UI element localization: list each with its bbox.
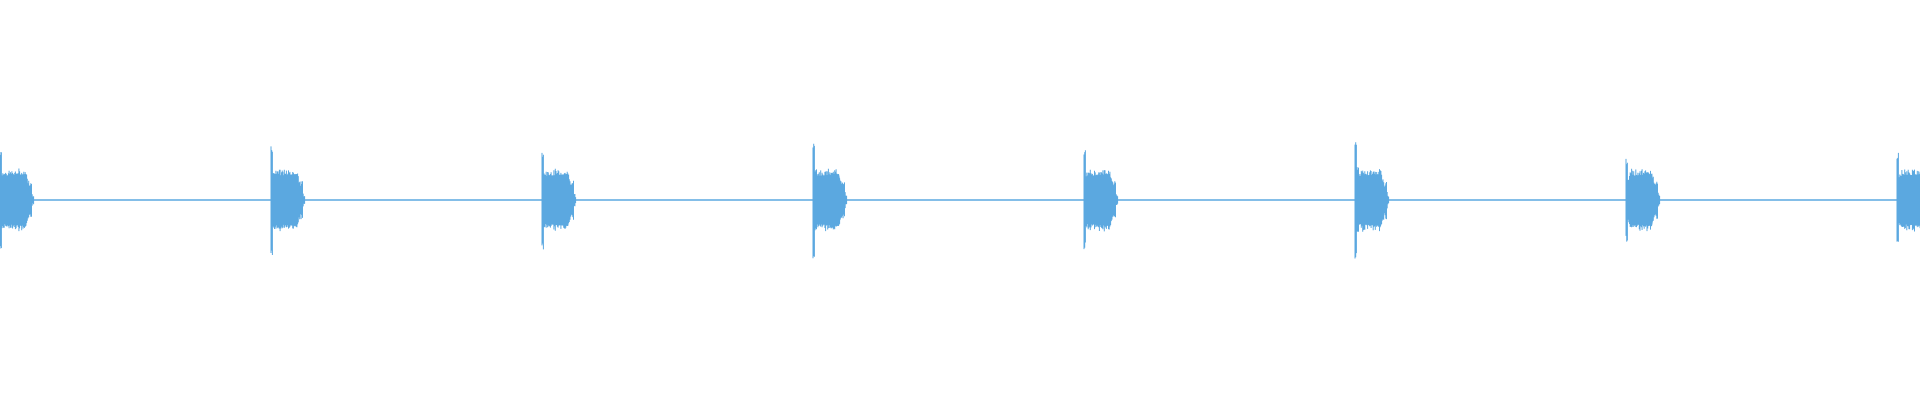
waveform-burst [1083,150,1119,250]
waveform-burst-body [1087,174,1113,226]
waveform-burst [541,152,577,250]
waveform-burst [0,152,35,249]
waveform-burst-body [545,174,571,226]
waveform-burst [270,146,306,255]
waveform-burst-body [3,174,29,226]
waveform-burst [1896,152,1920,242]
waveform-burst [812,143,848,259]
waveform-burst-body [274,174,300,226]
waveform-burst-body [1358,174,1384,226]
waveform-burst-body [816,174,842,226]
waveform-burst-body [1900,174,1920,226]
waveform-burst [1625,158,1661,242]
waveform-burst [1354,142,1390,259]
waveform-bursts [0,142,1920,259]
waveform-burst-body [1629,174,1655,226]
